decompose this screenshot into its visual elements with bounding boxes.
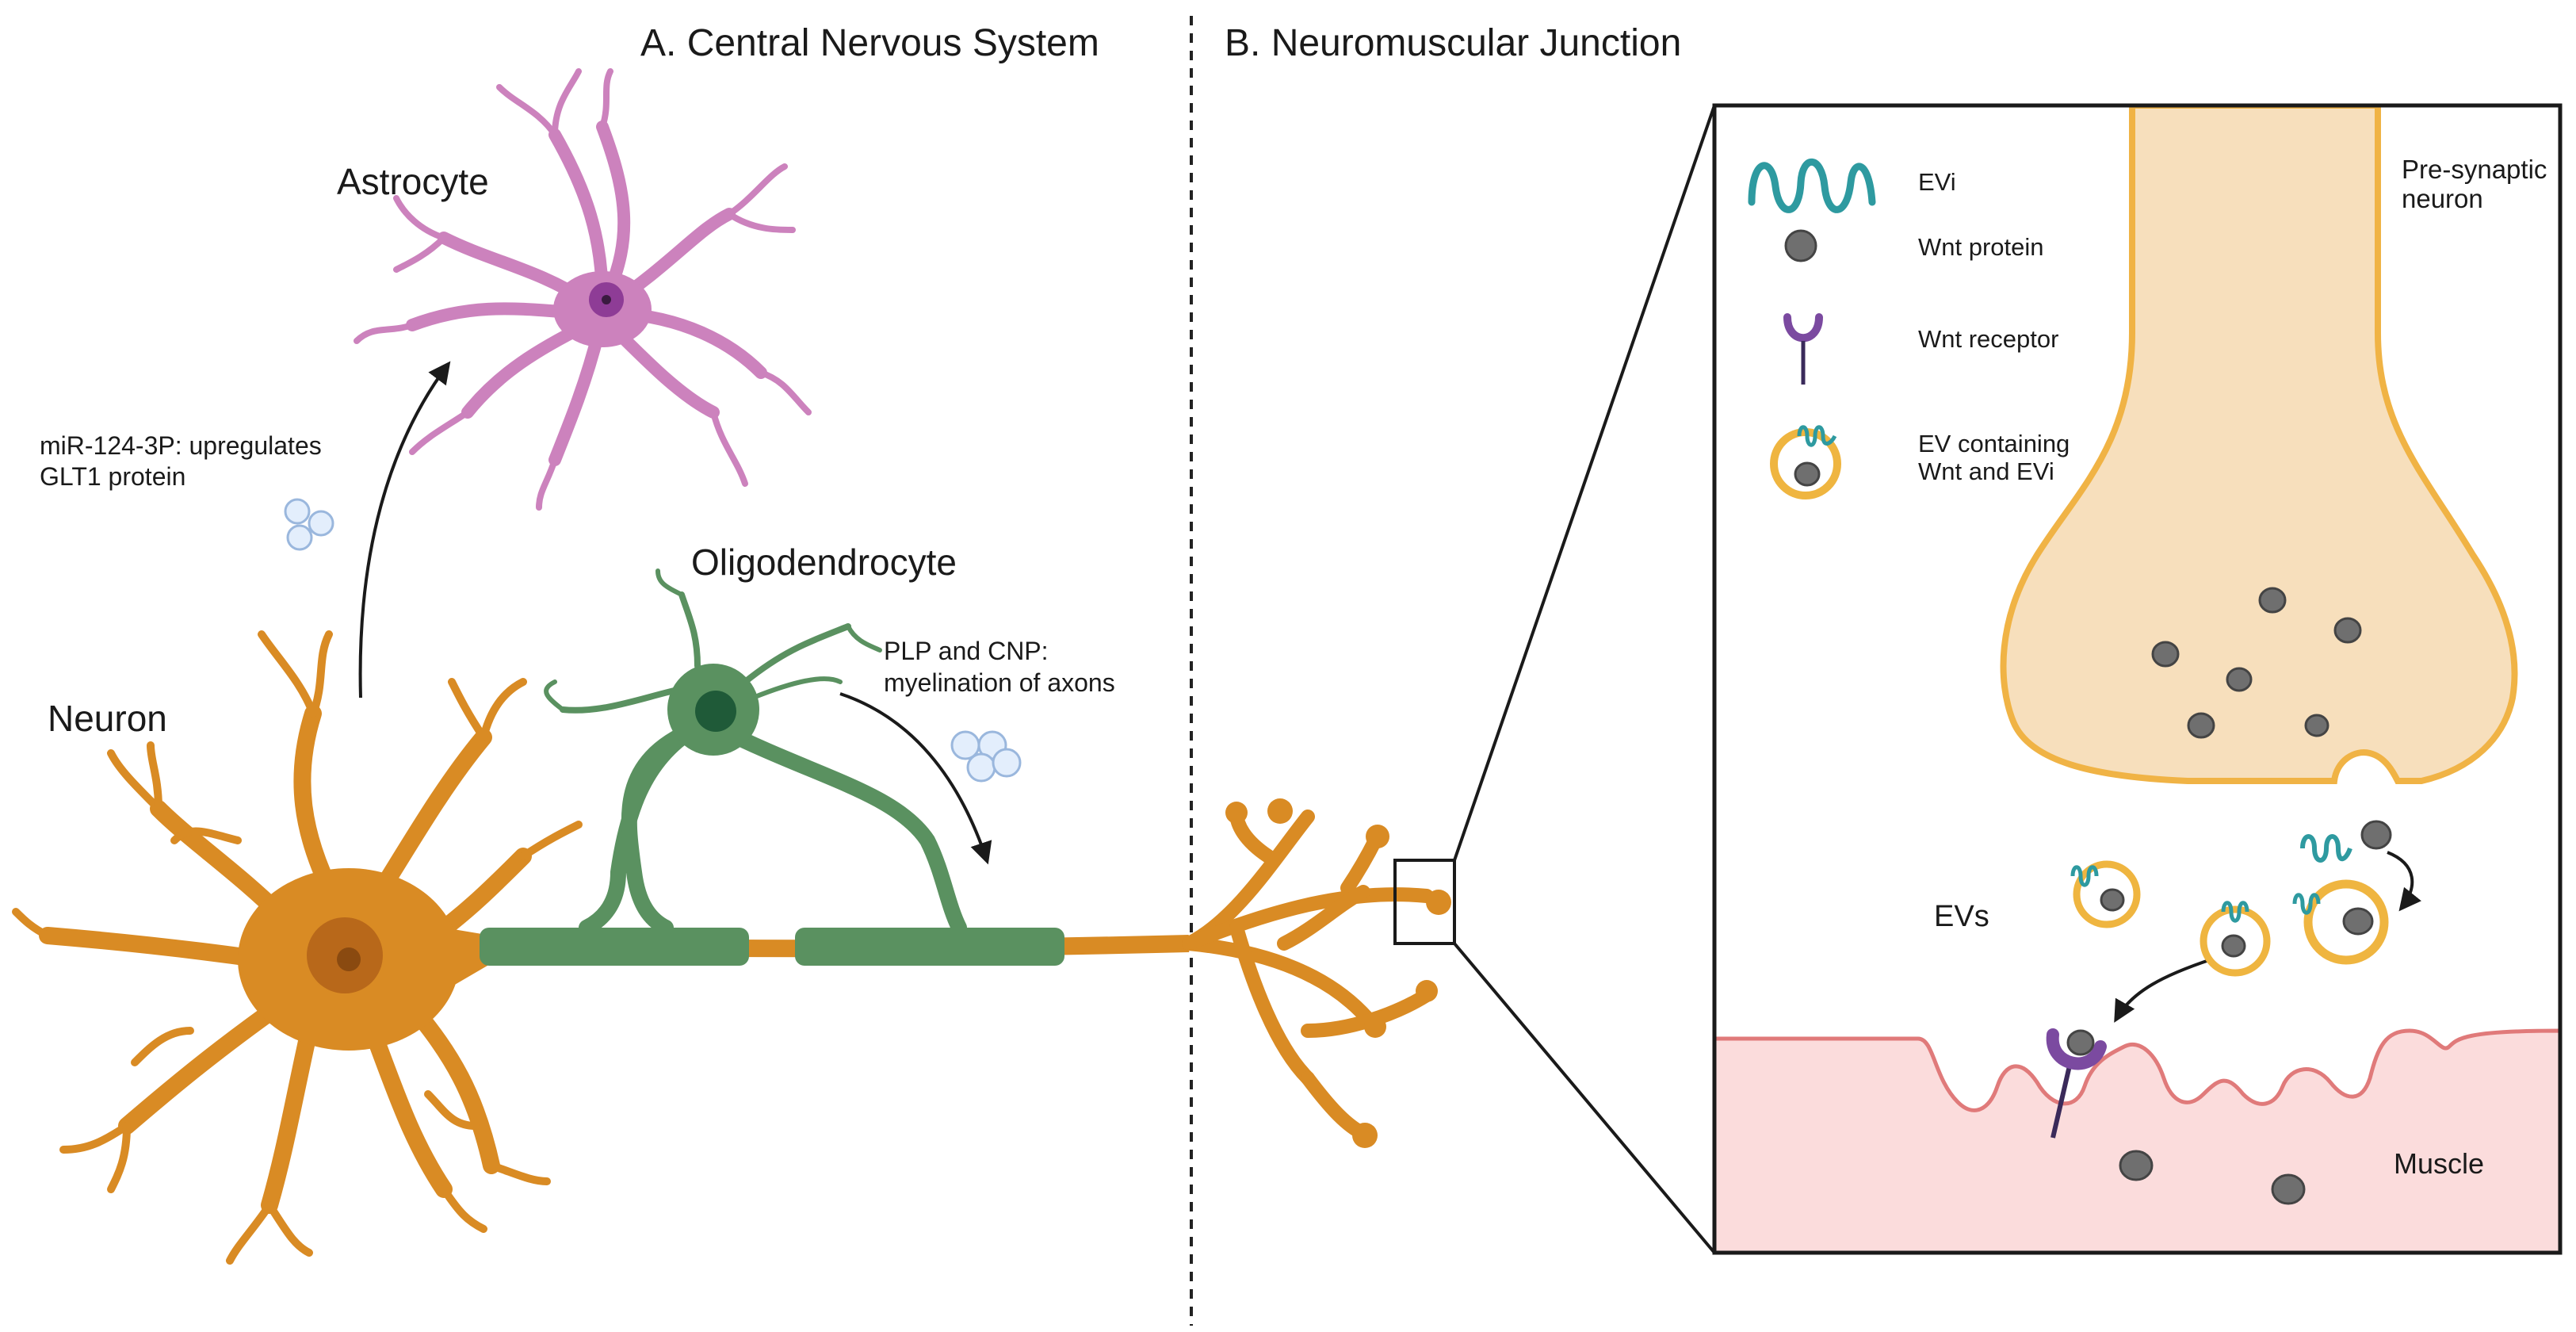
annotation-plp-line1: PLP and CNP: xyxy=(884,637,1049,665)
evi-icon xyxy=(1748,158,1876,213)
arrow-icon xyxy=(2114,958,2212,1023)
label-evs: EVs xyxy=(1934,900,1989,933)
myelin-sheath-2 xyxy=(795,928,1064,966)
legend-evi: EVi xyxy=(1918,168,1956,196)
vesicle-cluster-icon xyxy=(284,498,334,551)
inset-border xyxy=(1712,103,2563,1255)
axon-terminal xyxy=(1182,806,1434,1141)
zoom-line-top xyxy=(1453,105,1716,861)
presynaptic-terminal xyxy=(2000,105,2518,784)
axon-terminal-boutons xyxy=(1225,798,1451,1148)
muscle-tissue xyxy=(1714,1028,2560,1253)
nmj-inset xyxy=(1712,103,2563,1255)
myelin-sheath-1 xyxy=(480,928,749,966)
arrow-icon xyxy=(2387,851,2421,912)
panel-header-nmj: B. Neuromuscular Junction xyxy=(1225,22,1681,64)
annotation-mir-line2: GLT1 protein xyxy=(40,462,185,491)
label-oligodendrocyte: Oligodendrocyte xyxy=(691,542,957,583)
label-astrocyte: Astrocyte xyxy=(337,161,489,202)
legend: EVi Wnt protein Wnt receptor EV containi… xyxy=(1748,158,2070,500)
label-muscle: Muscle xyxy=(2394,1147,2484,1180)
wnt-receptor-icon xyxy=(1783,313,1823,385)
wnt-protein-icon xyxy=(1784,229,1817,262)
label-presynaptic-line2: neuron xyxy=(2402,184,2483,213)
ev-vesicles xyxy=(2070,860,2389,977)
legend-wnt-receptor: Wnt receptor xyxy=(1918,325,2058,353)
wnt-receptor-muscle xyxy=(2046,1028,2107,1139)
legend-ev-line1: EV containing xyxy=(1918,430,2070,457)
arrow-icon xyxy=(358,361,451,699)
legend-wnt-protein: Wnt protein xyxy=(1918,233,2044,261)
oligodendrocyte-nucleus xyxy=(695,691,736,732)
zoom-line-bottom xyxy=(1453,942,1716,1254)
vesicle-cluster-icon xyxy=(950,730,1022,783)
released-wnt-evi xyxy=(2300,820,2392,863)
legend-ev-line2: Wnt and EVi xyxy=(1918,457,2054,485)
label-neuron: Neuron xyxy=(48,698,167,739)
wnt-proteins-presynaptic xyxy=(2151,587,2362,739)
arrow-icon xyxy=(839,692,992,865)
annotation-mir-line1: miR-124-3P: upregulates xyxy=(40,431,322,460)
wnt-proteins-muscle xyxy=(2119,1150,2306,1205)
astrocyte-nucleolus xyxy=(602,295,611,304)
panel-header-cns: A. Central Nervous System xyxy=(640,22,1099,64)
neuron-nucleolus xyxy=(337,947,361,971)
astrocyte xyxy=(354,68,812,511)
zoom-box xyxy=(1393,859,1456,945)
annotation-plp-line2: myelination of axons xyxy=(884,668,1115,697)
ev-icon xyxy=(1770,425,1841,500)
oligodendrocyte-processes xyxy=(544,568,967,936)
label-presynaptic-line1: Pre-synaptic xyxy=(2402,155,2547,184)
